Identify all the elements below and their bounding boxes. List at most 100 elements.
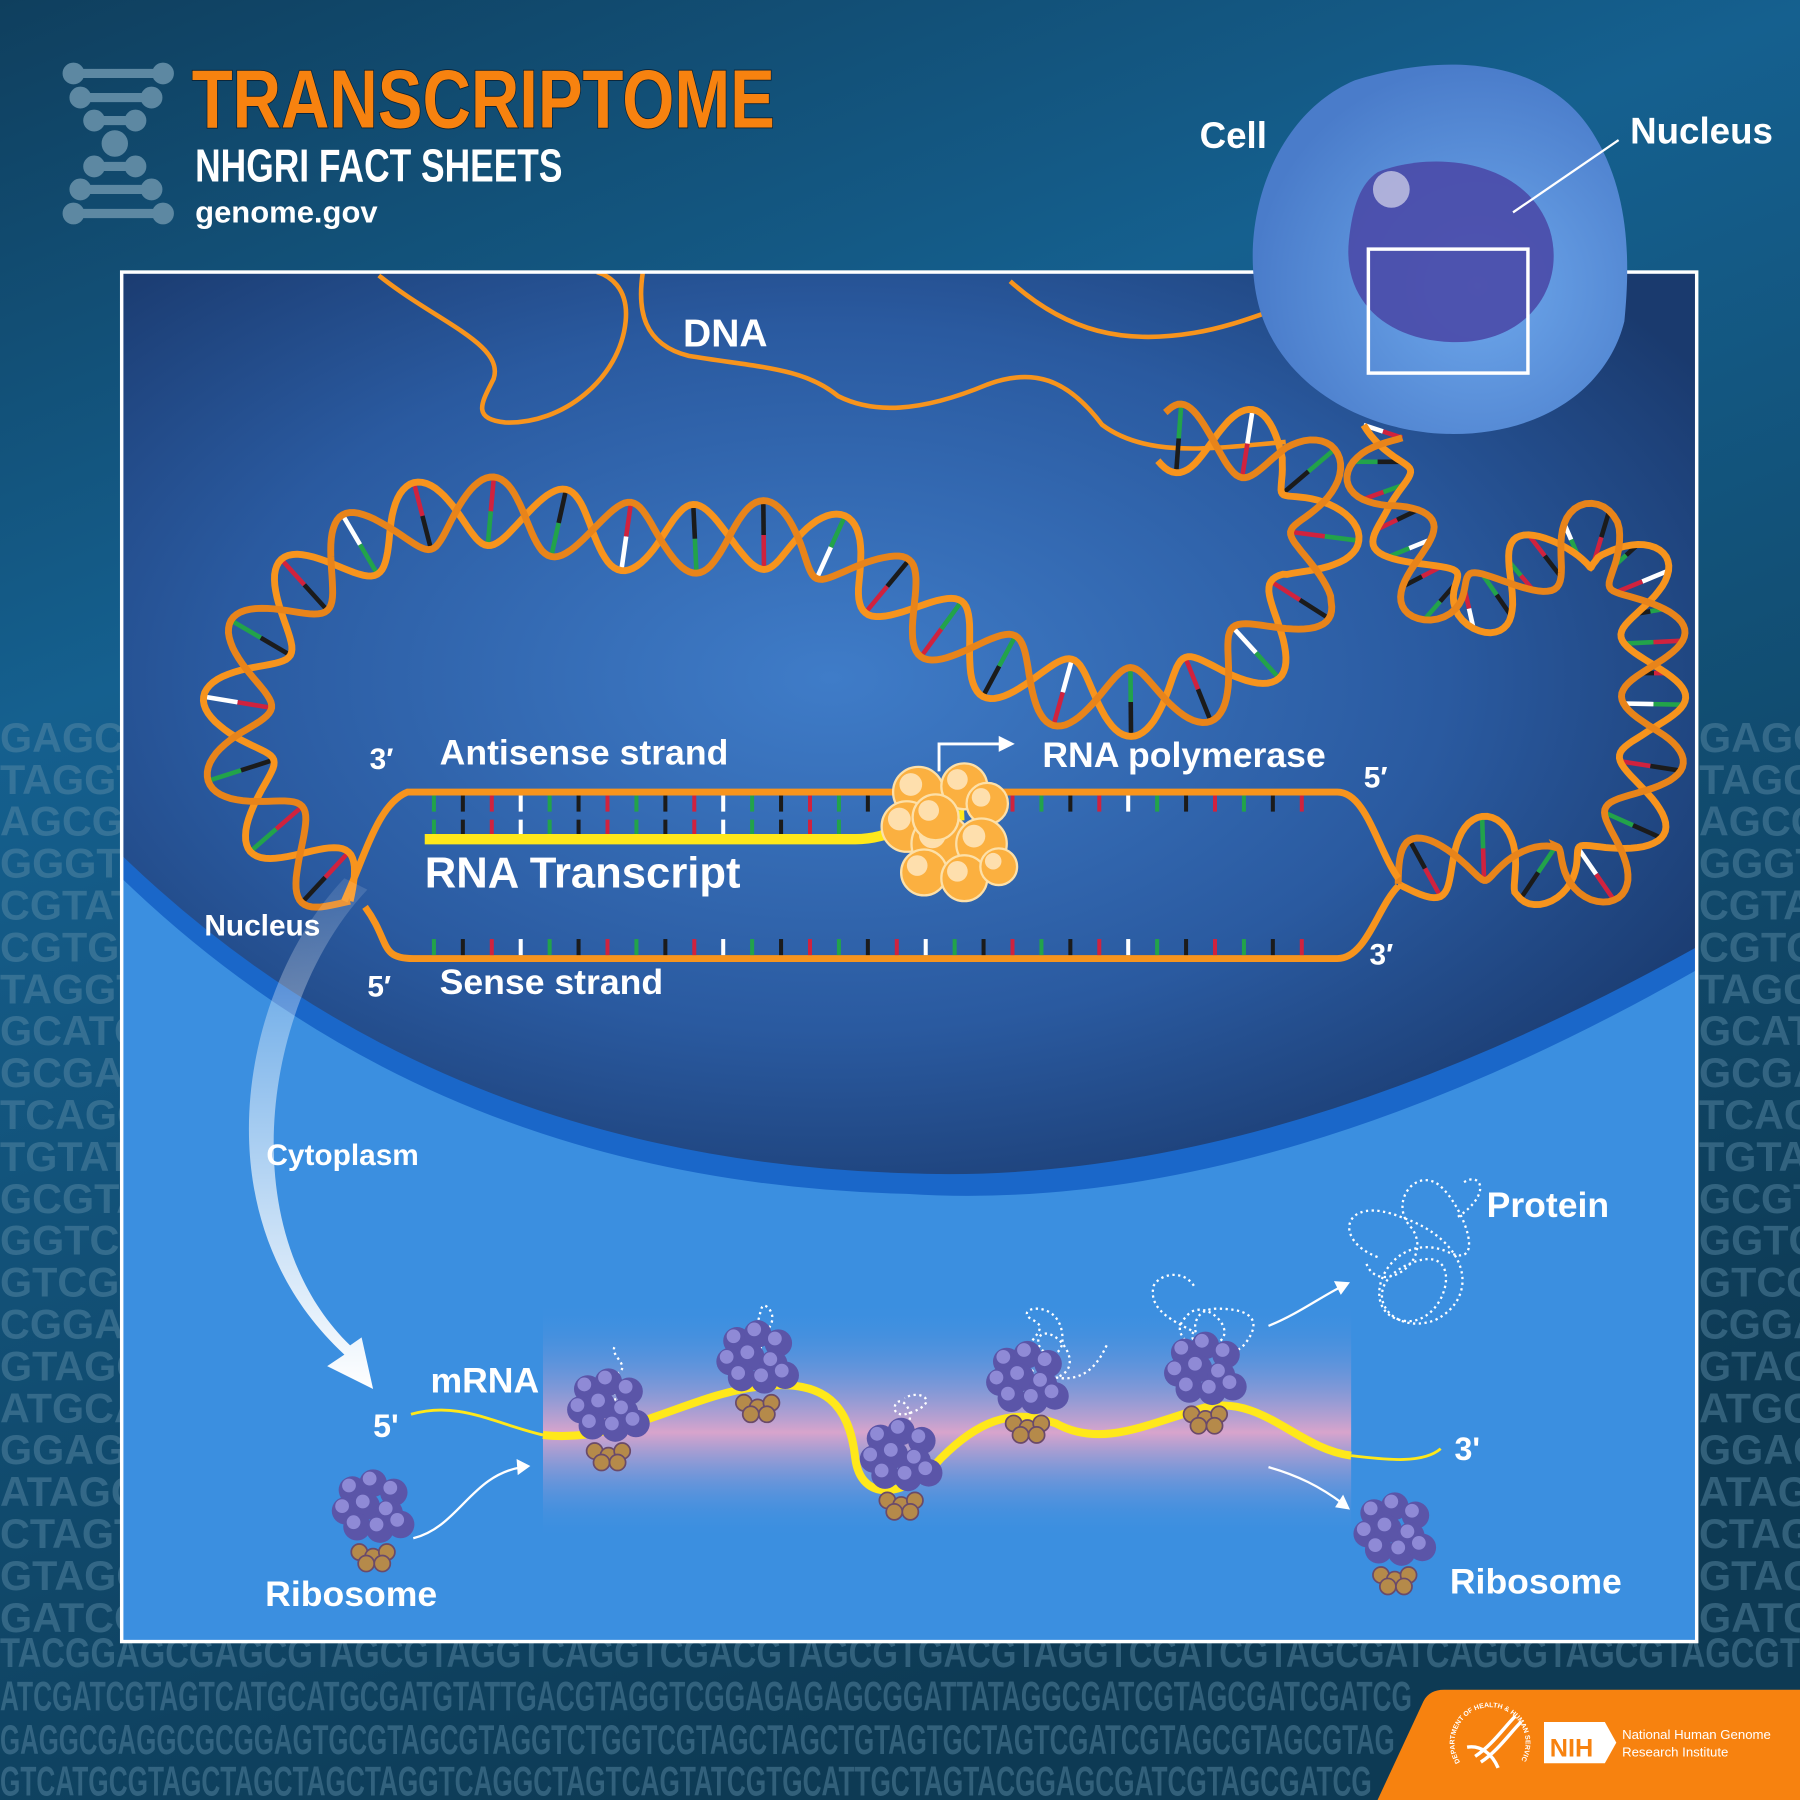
ribosome-highlight	[362, 1471, 377, 1486]
polymerase-highlight	[947, 769, 968, 790]
nucleotide-base	[863, 584, 890, 615]
sequence-fragment: GGTCA	[1699, 1218, 1800, 1264]
nucleotide-base	[814, 546, 833, 580]
nucleotide-base	[828, 514, 848, 549]
nucleotide-base	[1239, 443, 1250, 479]
ribosome-highlight	[591, 1393, 605, 1408]
ribosome-small-subunit	[357, 1554, 376, 1573]
ribosome-highlight	[570, 1398, 585, 1412]
dna-label: DNA	[683, 313, 768, 356]
antisense-strand-label: Antisense strand	[440, 733, 729, 773]
institute-name-line2: Research Institute	[1622, 1744, 1728, 1759]
nucleotide-base	[1254, 651, 1281, 680]
ribosome-highlight	[883, 1442, 898, 1457]
sense-3prime-label: 3′	[1370, 938, 1394, 971]
nucleotide-base	[302, 583, 330, 612]
ribosome-highlight	[625, 1411, 640, 1426]
ribosome-highlight	[740, 1345, 755, 1360]
ribosome-highlight	[719, 1350, 734, 1364]
ribosome-highlight	[1017, 1343, 1031, 1357]
nucleotide-base	[1307, 447, 1337, 474]
ribosome-highlight	[1023, 1389, 1038, 1403]
ribosome-highlight	[874, 1463, 889, 1478]
nucleotide-base	[939, 599, 964, 631]
sequence-fragment: GATCG	[1699, 1595, 1800, 1641]
cytoplasm-label: Cytoplasm	[266, 1139, 418, 1172]
ribosome	[1164, 1331, 1247, 1435]
ribosome-highlight	[1363, 1501, 1378, 1516]
sequence-fragment: GAGCG	[1699, 715, 1800, 761]
ribosome-highlight	[1033, 1372, 1047, 1387]
antisense-bases	[431, 795, 1304, 812]
nucleotide-base	[1619, 758, 1651, 769]
ribosome-highlight	[369, 1517, 384, 1532]
ribosome-highlight	[1405, 1503, 1419, 1518]
nucleotide-base	[1183, 656, 1201, 691]
nucleotide-base	[240, 757, 275, 773]
antisense-3prime-label: 3′	[370, 743, 394, 776]
rna-polymerase-label: RNA polymerase	[1042, 735, 1325, 775]
nucleotide-base	[619, 536, 629, 571]
ribosome-highlight	[383, 1480, 398, 1495]
nucleotide-base	[1594, 872, 1616, 902]
sequence-fragment: ATAGG	[1699, 1469, 1800, 1515]
ribosome	[1353, 1492, 1437, 1596]
transcription-bubble	[341, 735, 1402, 962]
ribosome-highlight	[346, 1515, 361, 1530]
website-link[interactable]: genome.gov	[195, 195, 378, 230]
sequence-fragment: TAGGT	[0, 966, 142, 1012]
protein-label: Protein	[1487, 1185, 1610, 1225]
ribosome-highlight	[1384, 1494, 1399, 1509]
rna-polymerase	[880, 762, 1019, 903]
sequence-fragment: TAGGT	[1699, 966, 1800, 1012]
ribosome	[567, 1368, 650, 1472]
ribosome-small-subunit	[1027, 1426, 1046, 1444]
ribosome-highlight	[1178, 1377, 1193, 1392]
ribosome	[331, 1469, 415, 1573]
nucleotide-base	[340, 513, 362, 546]
nucleotide-base	[1653, 638, 1683, 645]
nih-badge-shape	[1544, 1721, 1617, 1764]
page-subtitle: NHGRI FACT SHEETS	[195, 139, 562, 191]
ribosome-highlight	[897, 1465, 912, 1480]
nucleotide-base	[548, 522, 561, 558]
ribosome-highlight	[911, 1429, 926, 1443]
ribosome-small-subunit	[741, 1405, 760, 1424]
nucleotide-base	[203, 694, 238, 705]
nucleotide-base	[420, 515, 434, 550]
ribosome-highlight	[767, 1331, 782, 1346]
ribosome-highlight	[747, 1322, 762, 1337]
nucleotide-base	[1650, 763, 1681, 773]
nucleotide-base	[237, 699, 272, 711]
dna-backbone	[203, 400, 1345, 911]
institute-name-line1: National Human Genome	[1622, 1727, 1771, 1742]
sequence-fragment: GTCGA	[1699, 1260, 1800, 1306]
nih-logo[interactable]: NIH National Human Genome Research Insti…	[1544, 1721, 1771, 1764]
ribosome-highlight	[726, 1329, 741, 1344]
nucleotide-base	[885, 558, 911, 588]
ribosome-highlight	[1368, 1538, 1383, 1553]
mrna-export-arrow	[248, 878, 374, 1390]
ribosome-highlight	[1211, 1363, 1225, 1378]
nucleotide-base	[274, 804, 304, 831]
nucleolus-highlight	[1372, 171, 1410, 208]
nucleotide-base	[997, 634, 1018, 668]
ribosome-highlight	[1201, 1379, 1216, 1394]
dna-backbone	[1343, 434, 1689, 906]
ribosome	[859, 1417, 943, 1521]
nucleotide-base	[1269, 579, 1302, 602]
ribosome-small-subunit	[592, 1453, 611, 1472]
polymerase-highlight	[918, 800, 940, 821]
ribosome-highlight	[996, 1350, 1011, 1364]
ribosome-right-label: Ribosome	[1450, 1561, 1622, 1601]
ribosome-highlight	[1195, 1333, 1209, 1348]
nucleotide-base	[1176, 403, 1184, 439]
ribosome-left-label: Ribosome	[265, 1574, 437, 1614]
ribosome	[716, 1320, 799, 1424]
diagram-frame-border	[119, 270, 1699, 1644]
nucleotide-base	[919, 627, 944, 659]
ribosome-small-subunit	[1189, 1416, 1208, 1435]
nucleotide-base	[1298, 598, 1331, 621]
nucleotide-base	[229, 618, 262, 640]
ribosome-highlight	[918, 1461, 933, 1476]
